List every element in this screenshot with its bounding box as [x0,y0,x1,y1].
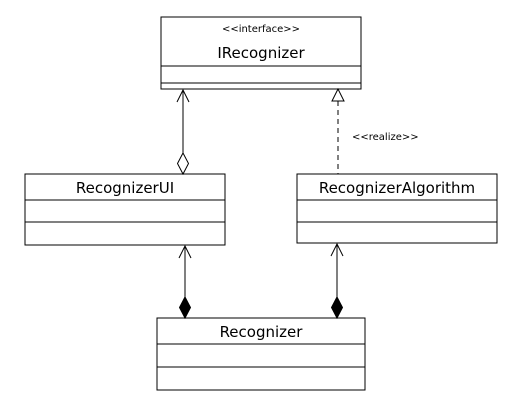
composition-recognizer-to-ui [178,244,192,320]
composition-algorithm-filled-diamond [330,295,344,320]
realization-algorithm-to-interface: <<realize>> [331,87,419,174]
class-recognizer-algorithm-frame [296,173,498,244]
class-irecognizer-name: IRecognizer [217,44,305,62]
composition-ui-arrowhead [178,244,192,259]
composition-recognizer-to-algorithm [330,242,344,320]
aggregation-ui-to-interface [176,88,190,176]
class-recognizer-ui[interactable]: RecognizerUI [24,173,226,246]
aggregation-ui-hollow-diamond [176,151,190,176]
class-recognizer-ui-frame [24,173,226,246]
class-recognizer-name: Recognizer [220,323,304,341]
class-recognizer-ui-name: RecognizerUI [76,179,174,197]
aggregation-ui-arrowhead [176,88,190,103]
class-irecognizer-stereotype: <<interface>> [222,24,300,35]
realization-label: <<realize>> [352,132,419,143]
class-recognizer[interactable]: Recognizer [156,317,366,391]
class-irecognizer[interactable]: <<interface>> IRecognizer [160,16,362,90]
class-recognizer-algorithm[interactable]: RecognizerAlgorithm [296,173,498,244]
composition-ui-filled-diamond [178,295,192,320]
realization-hollow-triangle [331,87,345,102]
class-irecognizer-frame [160,16,362,90]
class-recognizer-frame [156,317,366,391]
class-recognizer-algorithm-name: RecognizerAlgorithm [319,179,475,197]
composition-algorithm-arrowhead [330,242,344,257]
